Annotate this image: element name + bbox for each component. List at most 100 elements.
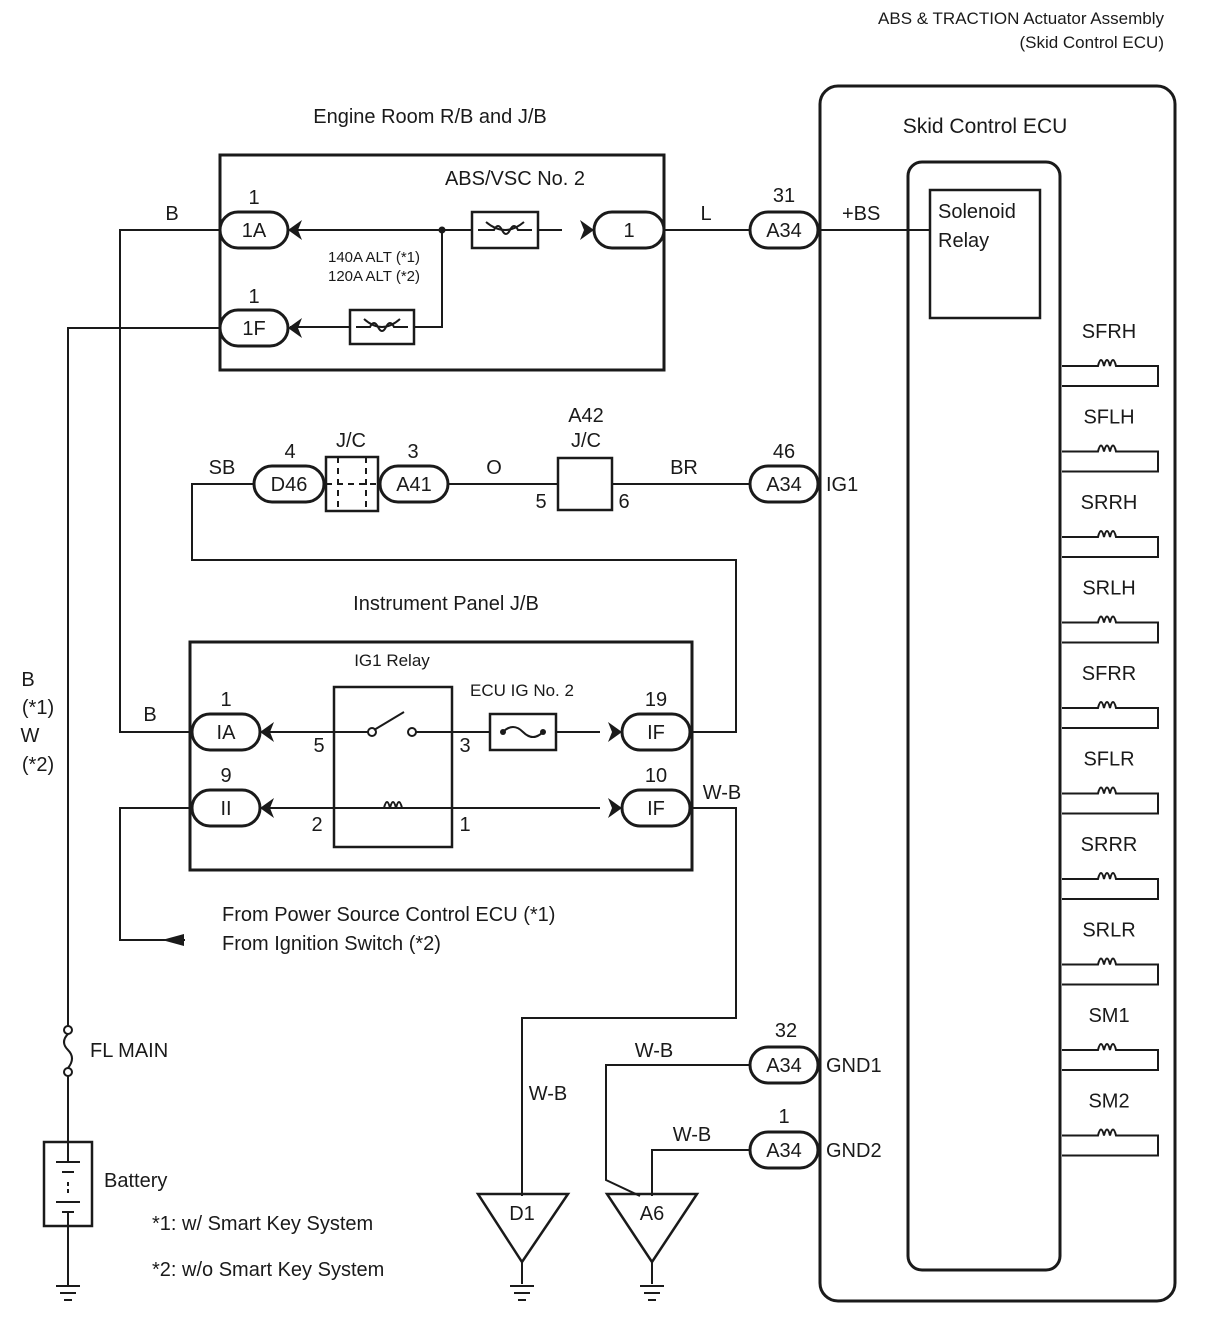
wire-ii-source	[119, 807, 192, 941]
note-1: *1: w/ Smart Key System	[152, 1213, 373, 1235]
connector-a41	[378, 464, 450, 504]
skid-ecu-inner-box	[906, 160, 1062, 1272]
solenoid-label: SM2	[1088, 1091, 1129, 1113]
a42-label: A42	[568, 405, 604, 427]
fuse-ecu-ig-icon	[488, 712, 558, 752]
wire-alt-branch	[414, 230, 443, 328]
ground-point-a6-label: A6	[640, 1203, 664, 1225]
pin-10-number: 10	[645, 765, 667, 787]
arrow-ia-icon	[260, 722, 274, 742]
wires	[67, 229, 930, 1285]
wire-b-main	[119, 229, 220, 733]
connector-ii-label: II	[220, 798, 231, 820]
battery-label: Battery	[104, 1170, 167, 1192]
relay-pin-3: 3	[459, 735, 470, 757]
connector-a34-gnd1	[748, 1045, 820, 1085]
wire-wb-d1-label: W-B	[529, 1083, 568, 1105]
arrow-power-source-icon	[162, 934, 184, 946]
solenoid-label: SFRR	[1082, 663, 1136, 685]
connector-a34-ig1	[748, 464, 820, 504]
solenoid-relay-box	[928, 188, 1042, 320]
arrow-if10-icon	[608, 798, 622, 818]
wire-battery-feed	[67, 327, 220, 1028]
relay-pin-5: 5	[313, 735, 324, 757]
ground-a6-icon	[640, 1285, 664, 1301]
alt-140-label: 140A ALT (*1)	[328, 249, 420, 266]
connector-1a-label: 1A	[242, 220, 267, 242]
connector-a34-gnd1-label: A34	[766, 1055, 802, 1077]
pin-46-number: 46	[773, 441, 795, 463]
solenoid-srlh: SRLH	[1062, 578, 1159, 644]
arrow-1f-icon	[288, 318, 302, 338]
pin-4-number: 4	[284, 441, 295, 463]
wire-sb-loop	[191, 483, 737, 733]
ig1-relay-label: IG1 Relay	[354, 651, 430, 670]
connector-d46-label: D46	[271, 474, 308, 496]
note-2: *2: w/o Smart Key System	[152, 1259, 384, 1281]
wire-l-label: L	[700, 203, 711, 225]
solenoid-sflh: SFLH	[1062, 407, 1159, 473]
solenoid-coil-icon	[1062, 359, 1159, 387]
connector-abs-1-label: 1	[623, 220, 634, 242]
wire-br-label: BR	[670, 457, 698, 479]
fuse-abs-vsc-icon	[470, 210, 540, 250]
solenoid-sm1: SM1	[1062, 1005, 1159, 1071]
pin-1a-number: 1	[248, 187, 259, 209]
relay-coil-icon	[383, 801, 403, 809]
connector-if-10-label: IF	[647, 798, 665, 820]
solenoid-srrr: SRRR	[1062, 834, 1159, 900]
alt-120-label: 120A ALT (*2)	[328, 268, 420, 285]
fuse-alt-icon	[348, 308, 416, 346]
connector-a34-gnd2	[748, 1130, 820, 1170]
wire-wb-gnd1-label: W-B	[635, 1040, 674, 1062]
solenoid-coil-icon	[1062, 444, 1159, 473]
wire-wb-gnd1	[605, 1064, 750, 1197]
wire-sb-label: SB	[209, 457, 236, 479]
wire-left-w: W	[21, 725, 40, 747]
pin-gnd2-number: 1	[778, 1106, 789, 1128]
ground-battery-icon	[56, 1285, 80, 1301]
solenoid-coil-icon	[1062, 615, 1159, 644]
solenoid-label: SFRH	[1082, 321, 1136, 343]
arrow-ii-icon	[260, 798, 274, 818]
signal-gnd2-label: GND2	[826, 1140, 882, 1162]
solenoid-label: SRRR	[1081, 834, 1138, 856]
relay-pin-2: 2	[311, 814, 322, 836]
junction-dot	[438, 226, 446, 234]
solenoid-relay-label-1: Solenoid	[938, 201, 1016, 223]
connector-if-19	[620, 712, 692, 752]
connector-a41-label: A41	[396, 474, 432, 496]
solenoid-coil-icon	[1062, 957, 1159, 986]
solenoid-sflr: SFLR	[1062, 749, 1159, 815]
wire-b-top-label: B	[165, 203, 178, 225]
wire-wb-d1	[521, 807, 737, 1196]
pin-ia-number: 1	[220, 689, 231, 711]
arrow-1a-icon	[288, 220, 302, 240]
skid-ecu-label: Skid Control ECU	[903, 115, 1068, 138]
solenoid-label: SRLH	[1082, 578, 1135, 600]
solenoid-coil-icon	[1062, 1128, 1159, 1157]
instrument-panel-label: Instrument Panel J/B	[353, 593, 539, 615]
pin-jc-6: 6	[618, 491, 629, 513]
connector-a34-ig1-label: A34	[766, 474, 802, 496]
connector-1f-label: 1F	[242, 318, 265, 340]
ground-d1-icon	[510, 1285, 534, 1301]
pin-32-number: 32	[775, 1020, 797, 1042]
connector-a34-bs-label: A34	[766, 220, 802, 242]
solenoid-sfrh: SFRH	[1062, 321, 1159, 387]
solenoid-sm2: SM2	[1062, 1091, 1159, 1157]
skid-ecu-outer-box	[818, 84, 1177, 1303]
solenoid-sfrr: SFRR	[1062, 663, 1159, 729]
connector-if-19-label: IF	[647, 722, 665, 744]
pin-3-number: 3	[407, 441, 418, 463]
wire-wb-if-label: W-B	[703, 782, 742, 804]
relay-pin-1: 1	[459, 814, 470, 836]
solenoid-coil-icon	[1062, 1043, 1159, 1071]
jc-left-block	[324, 455, 380, 513]
assembly-title: ABS & TRACTION Actuator Assembly	[878, 9, 1164, 28]
signal-ig1-label: IG1	[826, 474, 858, 496]
solenoid-label: SRRH	[1081, 492, 1138, 514]
connector-d46	[252, 464, 326, 504]
instrument-panel-box	[188, 640, 694, 872]
fl-main-label: FL MAIN	[90, 1040, 168, 1062]
